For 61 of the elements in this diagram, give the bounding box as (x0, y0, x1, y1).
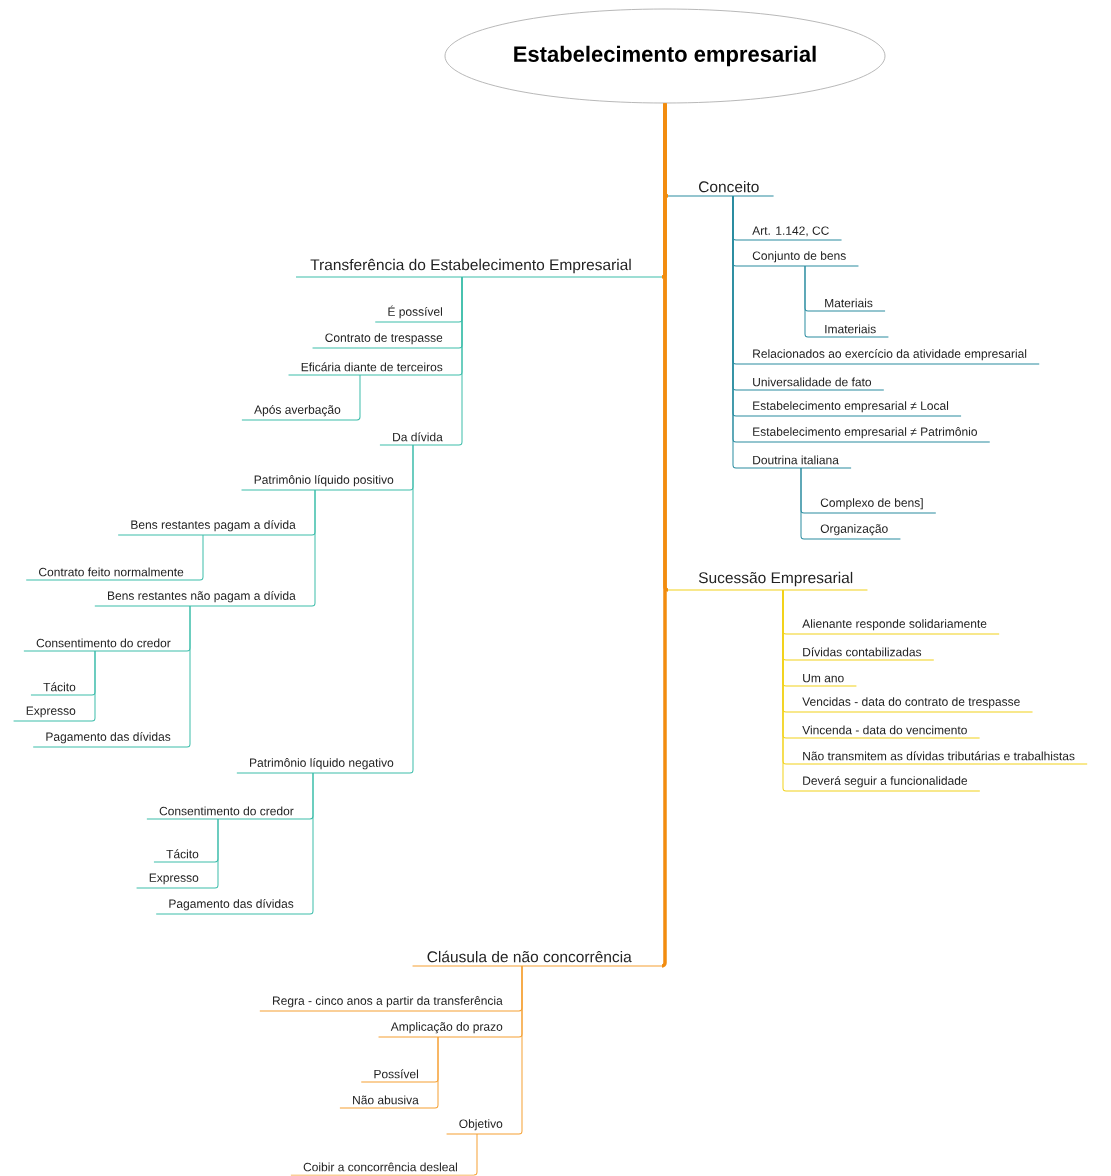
topic-label: Contrato feito normalmente (25, 567, 201, 581)
topic-label: Eficária diante de terceiros (288, 362, 460, 376)
connector (91, 650, 96, 722)
connector (199, 534, 204, 581)
topic-label: Vencidas - data do contrato de trespasse (785, 697, 1034, 713)
connector (518, 965, 523, 1135)
topic-label: Vincenda - data do vencimento (785, 725, 981, 739)
topic-label: Contrato de trespasse (312, 333, 460, 349)
topic-label: Um ano (785, 673, 857, 687)
topic-label: Amplicação do prazo (378, 1022, 520, 1038)
topic-label: Deverá seguir a funcionalidade (785, 776, 981, 792)
connector (660, 103, 667, 967)
connector (311, 489, 316, 607)
connector (309, 772, 314, 915)
topic-label: Da dívida (379, 432, 460, 446)
topic-label: Tácito (153, 849, 216, 863)
topic-label: Imateriais (807, 324, 889, 338)
connector (473, 1133, 478, 1176)
connector (800, 467, 805, 540)
topic-label: Art. 1.142, CC (735, 226, 843, 241)
connector (458, 276, 463, 446)
topic-label: Cláusula de não concorrência (412, 950, 663, 967)
topic-label: Pagamento das dívidas (155, 899, 311, 915)
topic-label: Consentimento do credor (23, 638, 188, 652)
connector (804, 265, 809, 338)
topic-label: Conceito (667, 180, 775, 197)
topic-label: Bens restantes não pagam a dívida (94, 591, 313, 607)
topic-label: Não abusiva (339, 1095, 436, 1109)
topic-label: Objetivo (446, 1119, 520, 1135)
topic-label: Não transmitem as dívidas tributárias e trabalhistas (785, 751, 1088, 765)
topic-label: Sucessão Empresarial (667, 571, 868, 591)
topic-label: Possível (360, 1069, 436, 1083)
topic-label: Complexo de bens] (803, 498, 937, 514)
topic-label: Patrimônio líquido positivo (241, 475, 411, 491)
connector (409, 444, 414, 774)
topic-label: Tácito (30, 682, 93, 696)
topic-label: Doutrina italiana (735, 455, 852, 469)
topic-label: Dívidas contabilizadas (785, 647, 935, 661)
topic-label: Organização (803, 524, 901, 540)
topic-label: Relacionados ao exercício da atividade empresarial (735, 349, 1040, 365)
connector (434, 1036, 439, 1109)
topic-label: Após averbação (241, 404, 358, 421)
topic-label: Conjunto de bens (735, 251, 859, 267)
topic-label: Expresso (136, 873, 216, 889)
connector (186, 605, 191, 748)
connector (214, 818, 219, 889)
topic-label: Expresso (13, 706, 93, 722)
topic-label: Patrimônio líquido negativo (236, 758, 411, 774)
connector (356, 374, 361, 421)
topic-label: Universalidade de fato (735, 377, 885, 391)
topic-label: Materiais (807, 298, 886, 312)
topic-label: Estabelecimento empresarial ≠ Local (735, 401, 962, 417)
topic-label: Coibir a concorrência desleal (290, 1162, 475, 1176)
topic-label: Consentimento do credor (146, 806, 311, 820)
topic-label: É possível (374, 305, 460, 323)
topic-label: Alienante responde solidariamente (785, 619, 1000, 635)
topic-label: Bens restantes pagam a dívida (117, 520, 313, 536)
topic-label: Pagamento das dívidas (32, 732, 188, 748)
topic-label: Transferência do Estabelecimento Empresarial (295, 258, 663, 278)
topic-label: Regra - cinco anos a partir da transferência (259, 996, 520, 1012)
topic-label: Estabelecimento empresarial ≠ Patrimônio (735, 427, 991, 443)
